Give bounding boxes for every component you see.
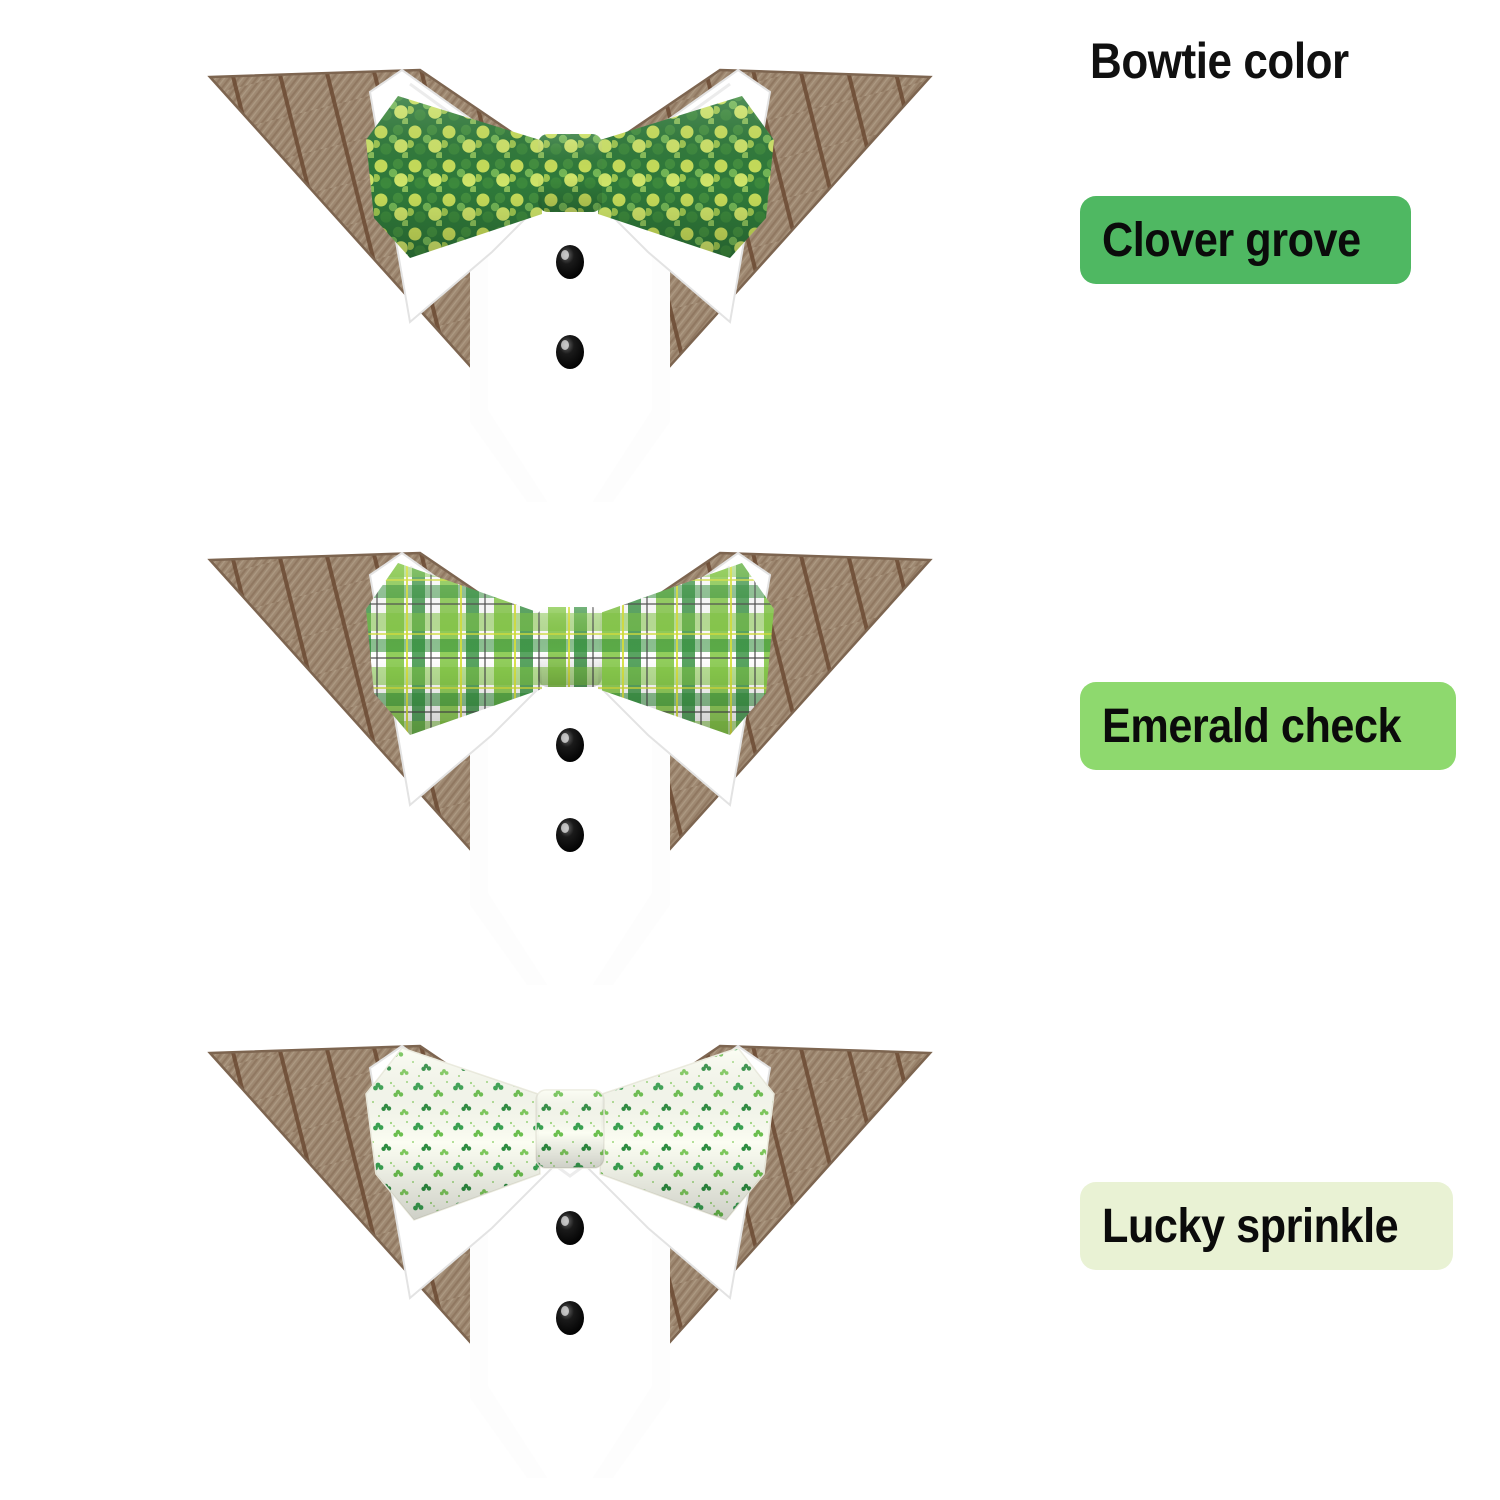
bowtie-lucky-sprinkle[interactable] <box>365 1047 775 1221</box>
option-label: Lucky sprinkle <box>1102 1199 1399 1253</box>
bowtie-clover-grove[interactable] <box>366 96 774 258</box>
bowtie-emerald-check[interactable] <box>366 563 774 735</box>
option-label: Clover grove <box>1102 213 1361 267</box>
product-image-clover-grove[interactable] <box>170 22 970 502</box>
shirt-buttons <box>556 1211 584 1335</box>
option-label: Emerald check <box>1102 699 1402 753</box>
shirt-buttons <box>556 245 584 369</box>
option-clover-grove[interactable]: Clover grove <box>1080 196 1412 284</box>
page-title: Bowtie color <box>1090 33 1349 89</box>
option-emerald-check[interactable]: Emerald check <box>1080 682 1457 770</box>
shirt-buttons <box>556 728 584 852</box>
option-selector-panel: Bowtie color Clover grove Emerald check … <box>1060 0 1500 1500</box>
product-image-lucky-sprinkle[interactable] <box>170 998 970 1478</box>
product-image-emerald-check[interactable] <box>170 505 970 985</box>
option-lucky-sprinkle[interactable]: Lucky sprinkle <box>1080 1182 1454 1270</box>
